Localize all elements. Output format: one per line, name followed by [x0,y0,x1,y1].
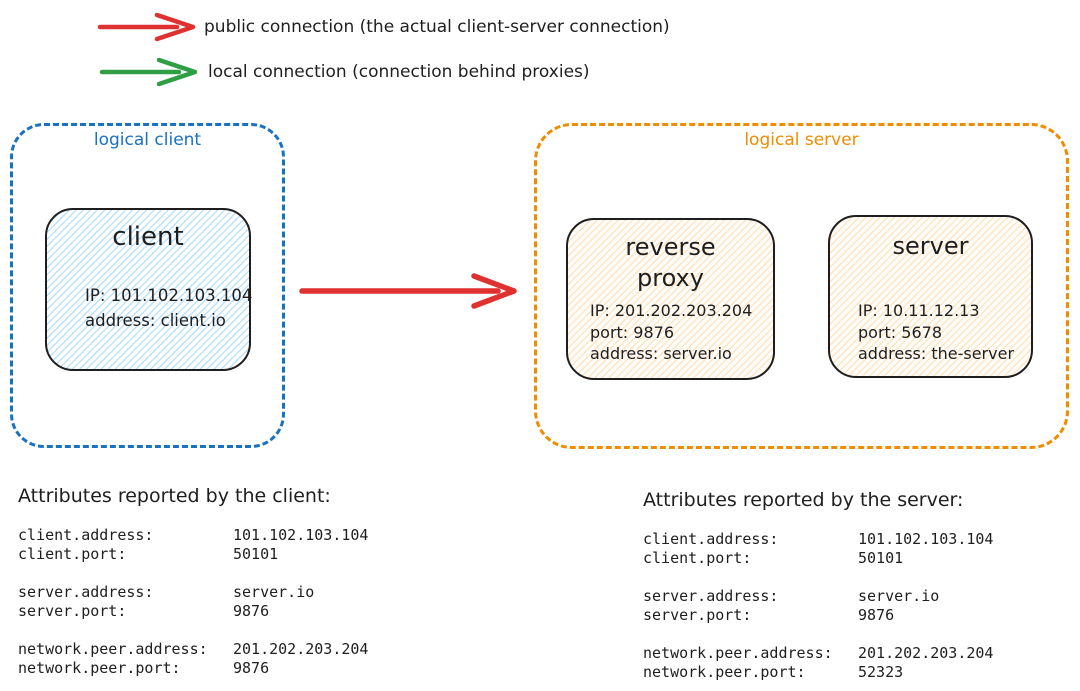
attribute-key: network.peer.address: [643,644,833,662]
attribute-value: 52323 [858,663,904,681]
attribute-key: client.address: [18,526,154,544]
local-connection-legend-label: local connection (connection behind prox… [208,62,590,82]
logical-client-group-label: logical client [93,130,202,150]
attribute-key: client.address: [643,530,779,548]
attribute-value: 201.202.203.204 [233,640,369,658]
attribute-row: server.port: 9876 [643,606,1063,625]
attribute-row: client.address: 101.102.103.104 [643,530,1063,549]
server-node-detail-line: IP: 10.11.12.13 [858,301,980,320]
local-connection-arrow-icon [99,57,198,87]
attribute-value: 101.102.103.104 [858,530,994,548]
reverse-proxy-node: reverse proxy IP: 201.202.203.204 port: … [566,218,775,380]
logical-server-group: logical server reverse proxy IP: 201.202… [534,123,1069,449]
attribute-value: server.io [858,587,940,605]
server-node: server IP: 10.11.12.13 port: 5678 addres… [828,215,1033,378]
client-attributes-heading: Attributes reported by the client: [18,485,331,507]
reverse-proxy-node-details: IP: 201.202.203.204 port: 9876 address: … [568,300,773,365]
reverse-proxy-node-detail-line: address: server.io [590,344,732,363]
attribute-key: server.port: [643,606,752,624]
attribute-row: client.address: 101.102.103.104 [18,526,438,545]
attribute-row: client.port: 50101 [643,549,1063,568]
reverse-proxy-node-title: reverse proxy [625,233,716,292]
public-connection-arrow-icon [97,12,196,42]
attribute-group: network.peer.address: 201.202.203.204 ne… [643,644,1063,682]
attribute-key: client.port: [18,545,127,563]
attribute-key: server.port: [18,602,127,620]
server-node-detail-line: address: the-server [858,344,1015,363]
logical-client-group: logical client client IP: 101.102.103.10… [10,123,285,448]
attribute-value: 9876 [858,606,895,624]
attribute-key: client.port: [643,549,752,567]
client-node-details: IP: 101.102.103.104 address: client.io [47,283,253,333]
public-connection-legend-label: public connection (the actual client-ser… [204,17,670,37]
attribute-value: 50101 [858,549,904,567]
reverse-proxy-node-detail-line: port: 9876 [590,322,674,342]
server-node-details: IP: 10.11.12.13 port: 5678 address: the-… [830,300,1031,365]
attribute-key: network.peer.port: [643,663,806,681]
attribute-key: server.address: [643,587,779,605]
attribute-group: network.peer.address: 201.202.203.204 ne… [18,640,438,678]
client-node-title: client [112,222,184,252]
logical-server-group-label: logical server [744,130,859,150]
reverse-proxy-node-detail-line: IP: 201.202.203.204 [590,301,753,320]
client-node: client IP: 101.102.103.104 address: clie… [45,208,253,371]
attribute-key: network.peer.port: [18,659,181,677]
server-node-detail-line: port: 5678 [858,322,942,342]
attribute-group: client.address: 101.102.103.104 client.p… [643,530,1063,568]
attribute-value: 9876 [233,659,270,677]
attribute-row: network.peer.port: 9876 [18,659,438,678]
attribute-value: 9876 [233,602,270,620]
attribute-value: 101.102.103.104 [233,526,369,544]
attribute-group: server.address: server.io server.port: 9… [643,587,1063,625]
server-attributes-heading: Attributes reported by the server: [643,489,964,511]
attribute-key: server.address: [18,583,154,601]
attribute-row: network.peer.address: 201.202.203.204 [643,644,1063,663]
client-to-server-public-connection-arrow-icon [299,273,517,309]
attribute-row: network.peer.port: 52323 [643,663,1063,682]
client-node-detail-line: address: client.io [85,311,226,330]
server-attributes-panel: Attributes reported by the server: clien… [643,487,1063,691]
attribute-row: network.peer.address: 201.202.203.204 [18,640,438,659]
attribute-value: server.io [233,583,315,601]
attribute-row: client.port: 50101 [18,545,438,564]
attribute-value: 201.202.203.204 [858,644,994,662]
attribute-value: 50101 [233,545,279,563]
attribute-row: server.port: 9876 [18,602,438,621]
attribute-key: network.peer.address: [18,640,208,658]
attribute-group: server.address: server.io server.port: 9… [18,583,438,621]
client-node-detail-line: IP: 101.102.103.104 [85,286,253,305]
server-node-title: server [892,232,969,260]
attribute-row: server.address: server.io [18,583,438,602]
client-attributes-panel: Attributes reported by the client: clien… [18,483,438,691]
attribute-row: server.address: server.io [643,587,1063,606]
attribute-group: client.address: 101.102.103.104 client.p… [18,526,438,564]
